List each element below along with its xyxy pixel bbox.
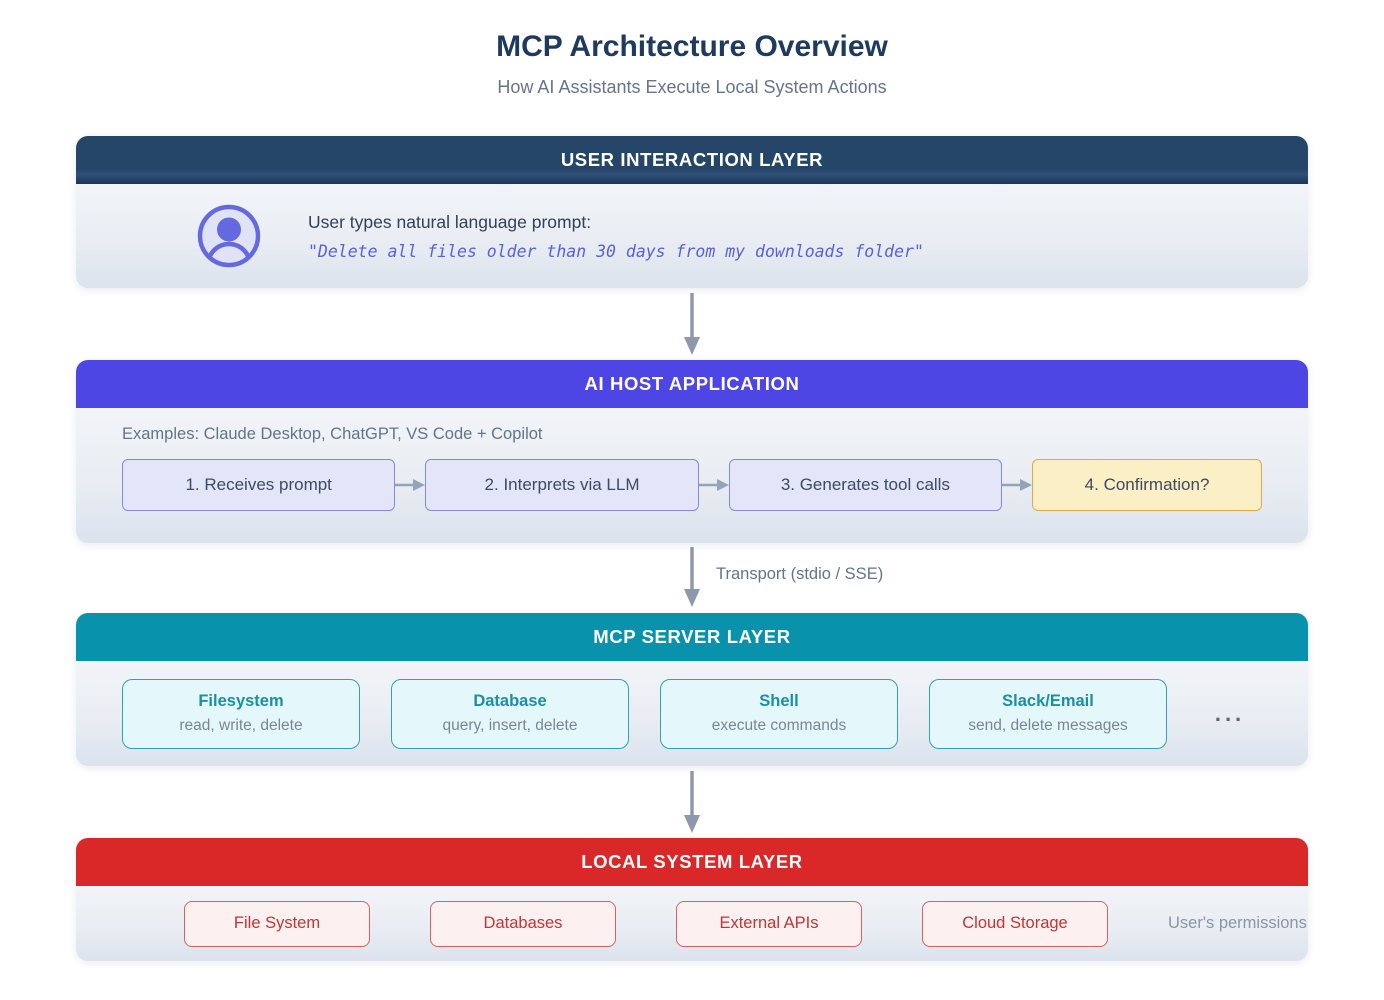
resource-external-apis: External APIs xyxy=(676,900,862,947)
user-icon xyxy=(197,204,261,268)
ai-host-layer-header: AI HOST APPLICATION xyxy=(76,360,1308,408)
arrow-down-icon xyxy=(684,547,700,607)
resource-cloud-storage: Cloud Storage xyxy=(922,900,1108,947)
resource-databases: Databases xyxy=(430,900,616,947)
ai-host-examples: Examples: Claude Desktop, ChatGPT, VS Co… xyxy=(122,425,543,443)
server-operations: query, insert, delete xyxy=(442,717,578,734)
server-operations: read, write, delete xyxy=(179,717,303,734)
arrow-right-icon xyxy=(395,479,426,491)
step-receives-prompt: 1. Receives prompt xyxy=(122,459,396,511)
connector-ai-to-mcp: Transport (stdio / SSE) xyxy=(76,543,1308,613)
connector-mcp-to-local xyxy=(76,766,1308,838)
arrow-right-icon xyxy=(1002,479,1033,491)
server-operations: send, delete messages xyxy=(968,717,1128,734)
server-name: Slack/Email xyxy=(1002,692,1094,710)
prompt-quote: "Delete all files older than 30 days fro… xyxy=(308,241,924,261)
server-name: Shell xyxy=(759,692,799,710)
server-filesystem: Filesystem read, write, delete xyxy=(122,678,360,749)
prompt-label: User types natural language prompt: xyxy=(308,211,592,232)
permissions-note: User's permissions xyxy=(1168,914,1307,932)
server-name: Filesystem xyxy=(198,692,284,710)
ai-host-steps-row: 1. Receives prompt 2. Interprets via LLM… xyxy=(122,459,1263,511)
ai-host-layer: AI HOST APPLICATION Examples: Claude Des… xyxy=(76,360,1308,543)
page-title: MCP Architecture Overview xyxy=(496,30,888,63)
mcp-server-layer: MCP SERVER LAYER Filesystem read, write,… xyxy=(76,613,1308,766)
arrow-down-icon xyxy=(684,293,700,355)
arrow-down-icon xyxy=(684,771,700,833)
user-interaction-layer-body: User types natural language prompt: "Del… xyxy=(76,184,1308,288)
step-confirmation: 4. Confirmation? xyxy=(1032,459,1263,511)
local-system-layer-body: File System Databases External APIs Clou… xyxy=(76,886,1308,961)
server-database: Database query, insert, delete xyxy=(391,678,629,749)
server-slack-email: Slack/Email send, delete messages xyxy=(929,678,1167,749)
title-block: MCP Architecture Overview How AI Assista… xyxy=(76,30,1308,98)
more-servers-ellipsis: ... xyxy=(1214,700,1246,726)
mcp-server-layer-header: MCP SERVER LAYER xyxy=(76,613,1308,661)
prompt-block: User types natural language prompt: "Del… xyxy=(308,212,924,261)
server-operations: execute commands xyxy=(711,717,847,734)
local-system-layer: LOCAL SYSTEM LAYER File System Databases… xyxy=(76,838,1308,961)
server-name: Database xyxy=(473,692,547,710)
ai-host-layer-body: Examples: Claude Desktop, ChatGPT, VS Co… xyxy=(76,408,1308,543)
mcp-server-layer-body: Filesystem read, write, delete Database … xyxy=(76,661,1308,766)
step-interprets-llm: 2. Interprets via LLM xyxy=(425,459,699,511)
diagram-page: MCP Architecture Overview How AI Assista… xyxy=(76,0,1308,961)
page-subtitle: How AI Assistants Execute Local System A… xyxy=(497,77,887,97)
resource-file-system: File System xyxy=(184,900,370,947)
arrow-right-icon xyxy=(698,479,729,491)
local-system-layer-header: LOCAL SYSTEM LAYER xyxy=(76,838,1308,886)
user-interaction-layer: USER INTERACTION LAYER User types natura… xyxy=(76,136,1308,288)
user-interaction-layer-header: USER INTERACTION LAYER xyxy=(76,136,1308,184)
step-generates-tool-calls: 3. Generates tool calls xyxy=(728,459,1003,511)
transport-label: Transport (stdio / SSE) xyxy=(716,565,884,583)
server-shell: Shell execute commands xyxy=(660,678,898,749)
connector-user-to-ai xyxy=(76,288,1308,360)
